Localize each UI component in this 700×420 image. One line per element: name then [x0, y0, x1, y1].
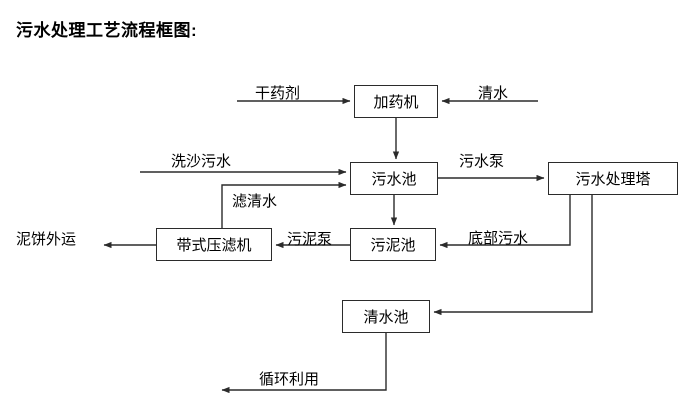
wire-clean-to-recycle	[221, 333, 387, 394]
node-clean-water-pool[interactable]: 清水池	[342, 300, 430, 333]
node-dosing-machine[interactable]: 加药机	[354, 85, 438, 118]
terminal-fresh-water: 清水	[478, 85, 509, 102]
edge-label-bottom-sewage: 底部污水	[468, 230, 529, 247]
node-sludge-pool[interactable]: 污泥池	[350, 228, 436, 261]
node-label: 污水池	[371, 171, 417, 188]
edge-label-recycle: 循环利用	[259, 371, 320, 388]
terminal-sand-washing-wastewater: 洗沙污水	[171, 153, 232, 170]
edge-label-filtrate: 滤清水	[232, 193, 278, 210]
page-title: 污水处理工艺流程框图:	[16, 21, 198, 40]
node-label: 污泥池	[370, 237, 416, 254]
wire-press-to-sewage-filtrate	[221, 181, 347, 228]
terminal-dry-agent: 干药剂	[255, 85, 301, 102]
edge-label-sewage-pump: 污水泵	[459, 153, 505, 170]
node-belt-filter-press[interactable]: 带式压滤机	[156, 228, 272, 261]
node-label: 带式压滤机	[176, 237, 252, 254]
wire-tower-to-sludge-bottom	[439, 195, 571, 249]
node-label: 清水池	[363, 309, 409, 326]
node-label: 加药机	[373, 94, 419, 111]
terminal-mud-cake-transport: 泥饼外运	[16, 231, 77, 248]
node-sewage-pool[interactable]: 污水池	[350, 162, 438, 195]
edge-label-sludge-pump: 污泥泵	[287, 231, 333, 248]
wire-tower-to-clean	[433, 195, 593, 316]
node-sewage-treatment-tower[interactable]: 污水处理塔	[548, 162, 678, 195]
node-label: 污水处理塔	[575, 171, 651, 188]
